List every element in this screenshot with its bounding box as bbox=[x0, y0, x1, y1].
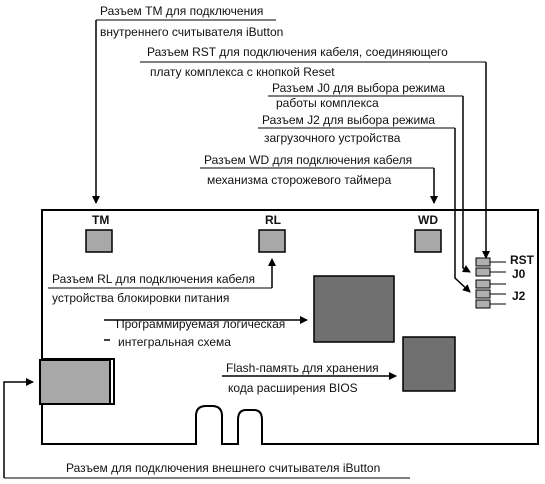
rl-connector bbox=[258, 229, 286, 253]
header-pin-2 bbox=[475, 267, 491, 277]
header-pin-4 bbox=[475, 289, 491, 299]
j2-callout-line2: загрузочного устройства bbox=[264, 131, 401, 145]
j2-callout-line1: Разъем J2 для выбора режима bbox=[262, 113, 435, 127]
external-callout: Разъем для подключения внешнего считыват… bbox=[66, 461, 380, 475]
rst-callout-line2: плату комплекса с кнопкой Reset bbox=[150, 65, 335, 79]
tm-connector bbox=[85, 229, 113, 253]
j0-callout-line2: работы комплекса bbox=[276, 96, 379, 110]
wd-callout-line1: Разъем WD для подключения кабеля bbox=[204, 153, 412, 167]
wd-connector bbox=[414, 229, 442, 253]
wd-callout-line2: механизма сторожевого таймера bbox=[207, 173, 392, 187]
pld-callout-line1: Программируемая логическая bbox=[116, 317, 285, 331]
rl-callout-line1: Разъем RL для подключения кабеля bbox=[52, 272, 255, 286]
header-pin-3 bbox=[475, 279, 491, 289]
tm-callout-line1: Разъем TM для подключения bbox=[100, 4, 263, 18]
j2-arrow bbox=[454, 128, 471, 293]
tm-board-label: TM bbox=[92, 213, 109, 227]
rl-callout-line2: устройства блокировки питания bbox=[52, 291, 229, 305]
rl-board-label: RL bbox=[265, 213, 281, 227]
j2-board-label: J2 bbox=[512, 289, 526, 303]
rst-board-label: RST bbox=[510, 253, 535, 267]
header-pin-5 bbox=[475, 299, 491, 309]
j0-arrow bbox=[461, 96, 471, 273]
wd-board-label: WD bbox=[418, 213, 438, 227]
external-arrow bbox=[3, 378, 34, 478]
j0-board-label: J0 bbox=[512, 267, 526, 281]
flash-callout-line2: кода расширения BIOS bbox=[228, 381, 358, 395]
rst-callout-line1: Разъем RST для подключения кабеля, соеди… bbox=[147, 45, 448, 59]
flash-callout-line1: Flash-память для хранения bbox=[226, 361, 379, 375]
external-connector bbox=[39, 359, 111, 405]
header-pin-1 bbox=[475, 257, 491, 267]
pld-chip bbox=[313, 275, 395, 343]
flash-chip bbox=[402, 336, 456, 392]
tm-callout-line2: внутреннего считывателя iButton bbox=[100, 25, 283, 39]
j0-callout-line1: Разъем J0 для выбора режима bbox=[272, 81, 445, 95]
pld-callout-line2: интегральная схема bbox=[118, 335, 231, 349]
